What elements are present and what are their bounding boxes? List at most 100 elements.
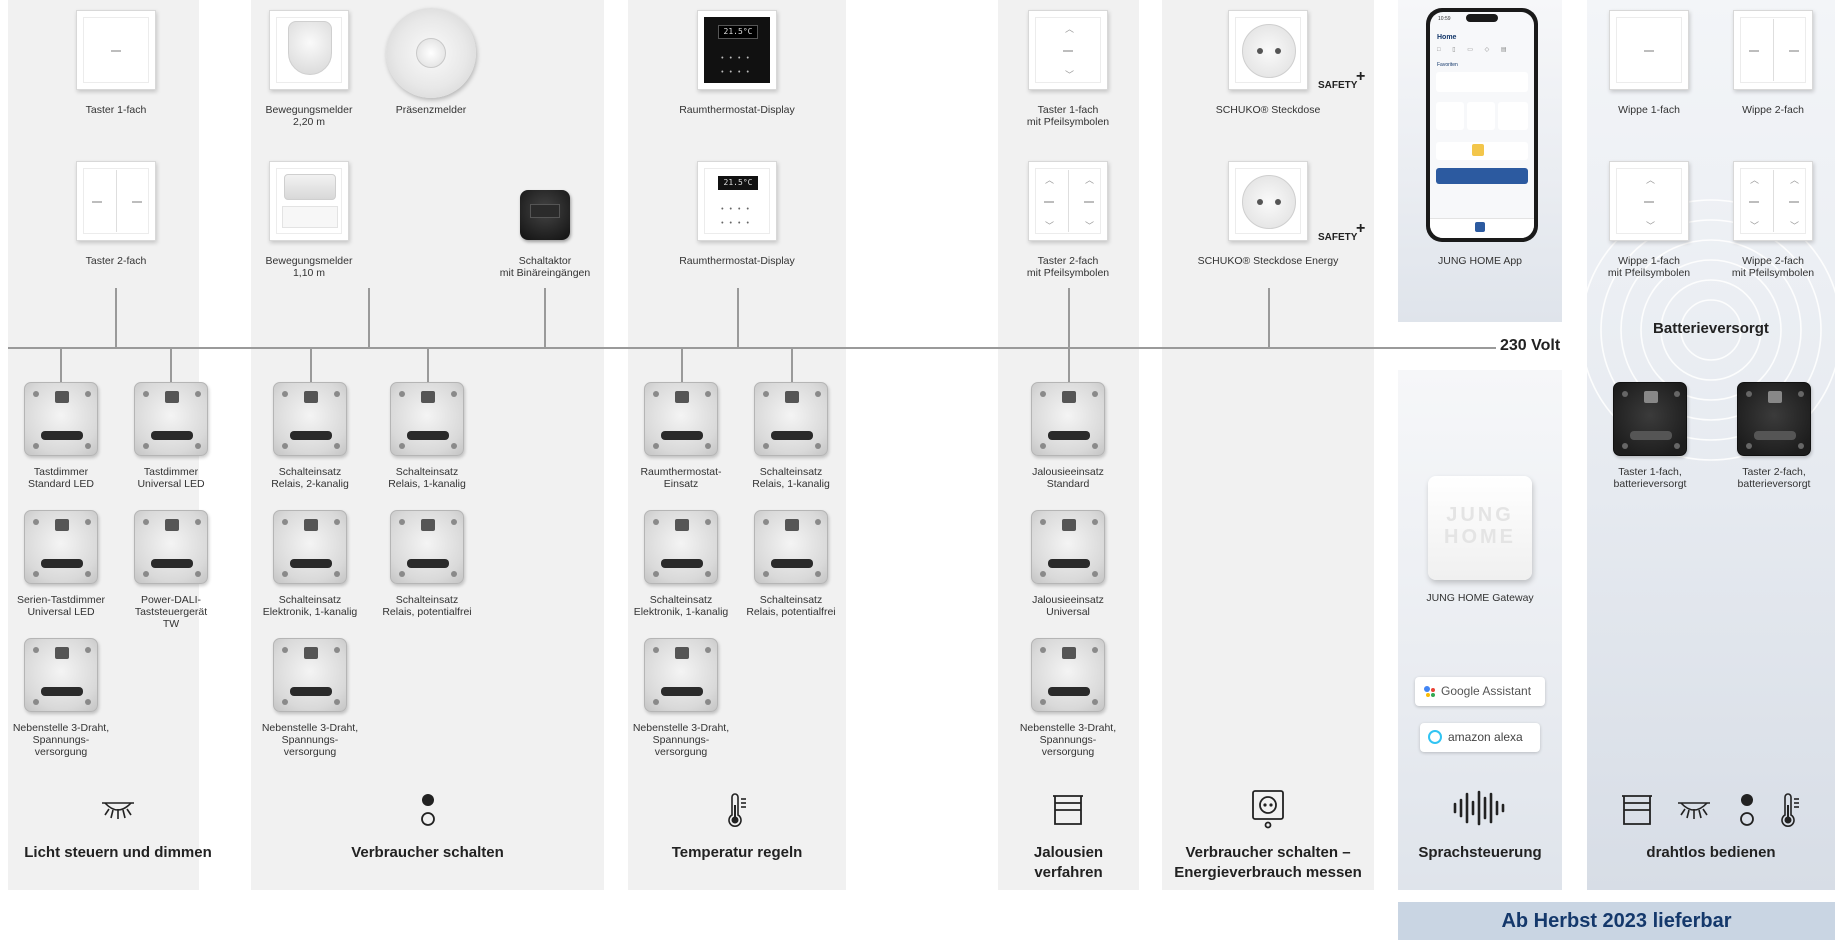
label-nebenstelle-4: Nebenstelle 3-Draht, Spannungs- versorgu… [1019,722,1117,758]
google-assistant-text: Google Assistant [1441,684,1532,698]
label-raumthermostat-1: Raumthermostat-Display [679,104,795,116]
app-time: 10:59 [1438,16,1451,22]
rocker-wippe-2fach-arrows: ︿︿ ﹀﹀ [1733,161,1813,241]
label-power-dali: Power-DALI- Taststeuergerät TW [134,594,208,630]
safety-plus: + [1356,68,1366,85]
stub [1268,288,1270,347]
thermostat-display-black: 21.5°C •••• •••• [697,10,777,90]
category-sprache: Sprachsteuerung [1418,844,1542,861]
insert-serien-tastdimmer [24,510,98,584]
label-wippe-1fach: Wippe 1-fach [1618,104,1680,116]
label-schalt-elektronik-a: Schalteinsatz Elektronik, 1-kanalig [262,594,358,618]
gateway-device: JUNG HOME [1428,476,1532,580]
amazon-alexa-text: amazon alexa [1448,730,1523,744]
label-wippe-1fach-pfeil: Wippe 1-fach mit Pfeilsymbolen [1607,255,1691,279]
google-assistant-badge: Google Assistant [1415,677,1545,706]
gateway-logo: JUNG HOME [1444,504,1516,548]
light-dimming-icon [102,802,134,819]
category-licht: Licht steuern und dimmen [24,844,212,861]
switch-actuator [520,190,570,240]
label-taster-1fach-batt: Taster 1-fach, batterieversorgt [1613,466,1687,490]
blind-icon [1053,795,1083,825]
stub [737,288,739,347]
label-schaltaktor: Schaltaktor mit Binäreingängen [499,255,591,279]
bus-line [8,347,1496,349]
category-energie: Verbraucher schalten – Energieverbrauch … [1174,844,1362,881]
label-wippe-2fach-pfeil: Wippe 2-fach mit Pfeilsymbolen [1731,255,1815,279]
wireless-waves-icon [1587,199,1835,461]
thermometer-icon [728,793,746,827]
stub [681,347,683,382]
rocker-wippe-1fach-arrows: ︿﹀ [1609,161,1689,241]
insert-nebenstelle [1031,638,1105,712]
label-jalousie-uni: Jalousieeinsatz Universal [1032,594,1104,618]
label-taster-2fach-batt: Taster 2-fach, batterieversorgt [1737,466,1811,490]
label-gateway: JUNG HOME Gateway [1426,592,1534,604]
insert-schalt-potfrei [754,510,828,584]
app-favoriten: Favoriten [1437,62,1458,68]
label-nebenstelle-2: Nebenstelle 3-Draht, Spannungs- versorgu… [261,722,359,758]
label-nebenstelle-3: Nebenstelle 3-Draht, Spannungs- versorgu… [632,722,730,758]
app-home: Home [1437,34,1457,41]
amazon-alexa-badge: amazon alexa [1420,723,1540,752]
category-jalousien: Jalousien verfahren [1033,844,1104,881]
stub [1068,288,1070,382]
label-taster-2fach: Taster 2-fach [85,255,147,267]
rocker-wippe-2fach [1733,10,1813,90]
thermostat-display-white: 21.5°C •••• •••• [697,161,777,241]
label-raumthermostat-2: Raumthermostat-Display [679,255,795,267]
stub [368,288,370,347]
label-nebenstelle-1: Nebenstelle 3-Draht, Spannungs- versorgu… [12,722,110,758]
soundwave-icon [1453,790,1505,826]
label-taster-1fach-pfeil: Taster 1-fach mit Pfeilsymbolen [1026,104,1110,128]
socket-schuko-energy [1228,161,1308,241]
insert-schalt-potfrei [390,510,464,584]
label-schuko: SCHUKO® Steckdose [1215,104,1321,116]
wireless-label: Batterieversorgt [1653,320,1769,337]
insert-schalt-elektronik [644,510,718,584]
label-taster-1fach: Taster 1-fach [85,104,147,116]
label-app: JUNG HOME App [1437,255,1523,267]
rocker-wippe-1fach [1609,10,1689,90]
label-serien-tastdimmer: Serien-Tastdimmer Universal LED [16,594,106,618]
switch-taster-2fach-arrows: ︿︿ ﹀﹀ [1028,161,1108,241]
safety-plus: + [1356,220,1366,237]
insert-schalt-relais-1k [390,382,464,456]
label-schalt-relais-1k-a: Schalteinsatz Relais, 1-kanalig [388,466,466,490]
insert-schalt-relais-1k [754,382,828,456]
label-bewegungsmelder-220: Bewegungsmelder 2,20 m [265,104,353,128]
label-wippe-2fach: Wippe 2-fach [1742,104,1804,116]
stub [170,347,172,382]
presence-icon [1740,794,1754,826]
safety-logo: SAFETY [1318,232,1358,243]
presence-icon [421,794,435,826]
category-verbraucher: Verbraucher schalten [351,844,504,861]
label-raumthermostat-einsatz: Raumthermostat- Einsatz [640,466,722,490]
stub [791,347,793,382]
label-tastdimmer-uni: Tastdimmer Universal LED [137,466,205,490]
insert-nebenstelle [273,638,347,712]
motion-sensor-110 [269,161,349,241]
label-jalousie-std: Jalousieeinsatz Standard [1032,466,1104,490]
label-schalt-potfrei-b: Schalteinsatz Relais, potentialfrei [746,594,836,618]
availability-banner: Ab Herbst 2023 lieferbar [1398,902,1835,940]
label-taster-2fach-pfeil: Taster 2-fach mit Pfeilsymbolen [1026,255,1110,279]
label-schalt-potfrei-a: Schalteinsatz Relais, potentialfrei [382,594,472,618]
insert-jalousie-universal [1031,510,1105,584]
label-bewegungsmelder-110: Bewegungsmelder 1,10 m [265,255,353,279]
switch-taster-2fach [76,161,156,241]
insert-jalousie-standard [1031,382,1105,456]
label-tastdimmer-std: Tastdimmer Standard LED [28,466,94,490]
stub [115,288,117,347]
label-schalt-relais-2k: Schalteinsatz Relais, 2-kanalig [271,466,349,490]
insert-power-dali [134,510,208,584]
phone-app: 10:59 Home □ ▯ ▭ ◇ ▤ Favoriten [1426,8,1538,242]
insert-tastdimmer-standard [24,382,98,456]
bus-label: 230 Volt [1500,337,1561,354]
insert-schalt-relais-2k [273,382,347,456]
insert-tastdimmer-universal [134,382,208,456]
presence-detector [386,8,476,98]
thermometer-icon [1781,793,1799,827]
label-schuko-energy: SCHUKO® Steckdose Energy [1197,255,1339,267]
insert-taster-2fach-batterie [1737,382,1811,456]
